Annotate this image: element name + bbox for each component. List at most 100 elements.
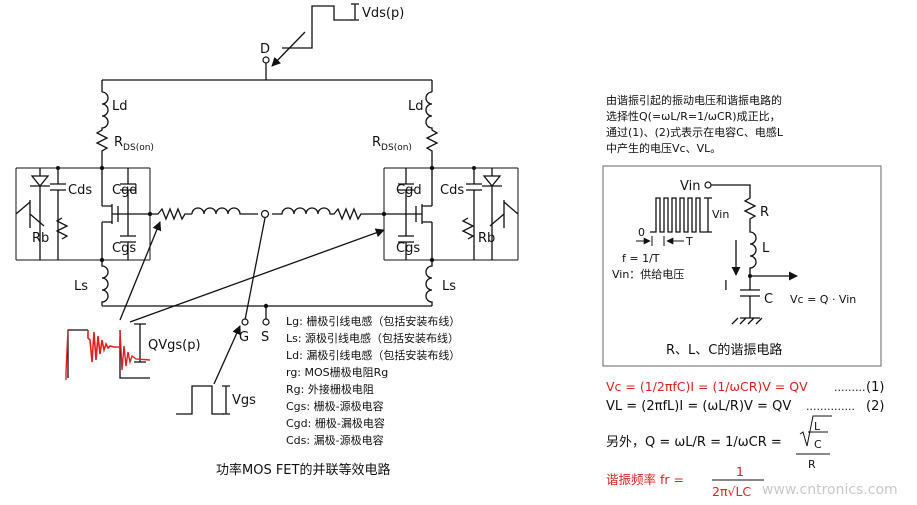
legend: Lg: 栅极引线电感（包括安装布线） Ls: 源极引线电感（包括安装布线） Ld… — [286, 314, 460, 447]
left-rb — [55, 217, 69, 240]
intro-line: 通过(1)、(2)式表示在电容C、电感L — [606, 125, 784, 139]
intro-line: 由谐振引起的振动电压和谐振电路的 — [606, 93, 782, 107]
equation-2-dots: .............. — [806, 400, 855, 413]
left-fet — [101, 168, 150, 260]
rlc-ground — [731, 317, 763, 325]
left-cgs-label: Cgs — [112, 241, 136, 256]
right-ls-label: Ls — [442, 279, 456, 294]
qvgs-edge-right — [119, 329, 151, 371]
equation-1-number: (1) — [866, 380, 884, 395]
pulse-amplitude-marker — [704, 197, 712, 233]
right-cgd-label: Cgd — [396, 183, 422, 198]
left-cds-label: Cds — [68, 183, 92, 198]
legend-item: Cds: 漏极-源极电容 — [286, 433, 384, 447]
junction-dot — [99, 257, 105, 263]
left-gate-lg — [191, 207, 258, 215]
pulse-train — [650, 197, 704, 233]
right-ls — [425, 260, 433, 306]
left-rb-label: Rb — [32, 231, 49, 246]
rlc-l-label: L — [762, 241, 770, 256]
equation-1: Vc = (1/2πfC)I = (1/ωCR)V = QV — [606, 379, 808, 394]
legend-item: Ls: 源极引线电感（包括安装布线） — [286, 331, 459, 345]
q-denominator-r: R — [808, 458, 816, 471]
left-cgd-cap — [120, 168, 136, 214]
left-ls-label: Ls — [74, 279, 88, 294]
source-label: S — [261, 330, 269, 345]
intro-line: 中产生的电压Vc、VL。 — [606, 141, 721, 155]
legend-item: Cgs: 栅极-源极电容 — [286, 399, 384, 413]
vin-description: Vin：供给电压 — [612, 267, 684, 281]
equation-1-dots: ......... — [834, 381, 865, 394]
vgs-pointer-arrow — [213, 325, 241, 385]
right-cds-label: Cds — [440, 183, 464, 198]
rlc-r-label: R — [760, 205, 769, 220]
legend-item: Lg: 栅极引线电感（包括安装布线） — [286, 314, 460, 328]
source-terminal — [262, 318, 270, 326]
right-cgd-cap — [398, 168, 414, 214]
rlc-box — [602, 165, 882, 367]
gate-node — [260, 209, 270, 219]
junction-dot — [263, 303, 269, 309]
vin-terminal — [704, 181, 712, 189]
junction-dot — [147, 211, 153, 217]
gate-label: G — [239, 330, 249, 345]
q-sqrt-c: C — [814, 438, 822, 451]
legend-item: Ld: 漏极引线电感（包括安装布线） — [286, 348, 460, 362]
legend-item: Cgd: 栅极-漏极电容 — [286, 416, 385, 430]
right-cgs-label: Cgs — [396, 241, 420, 256]
drain-label: D — [260, 42, 270, 57]
right-parasitic-bjt — [489, 200, 519, 228]
junction-dot — [99, 165, 105, 171]
pulse-zero-label: 0 — [638, 226, 645, 239]
right-fet-leads — [422, 205, 432, 223]
q-sqrt-l: L — [814, 420, 821, 433]
left-ld-rds — [95, 80, 109, 168]
junction-dot — [381, 211, 387, 217]
qvgs-label: QVgs(p) — [148, 338, 201, 353]
intro-line: 选择性Q(=ωL/R=1/ωCR)成正比， — [606, 109, 781, 123]
drain-rail — [102, 62, 432, 81]
period-markers — [651, 236, 665, 246]
junction-dot — [472, 166, 476, 170]
vc-formula: Vc = Q · Vin — [790, 293, 856, 306]
watermark: www.cntronics.com — [762, 482, 898, 498]
legend-item: Rg: 外接栅极电阻 — [286, 382, 374, 396]
q-equation: 另外，Q = ωL/R = 1/ωCR = — [606, 435, 782, 450]
left-cgs-cap — [120, 214, 136, 260]
fr-numerator: 1 — [736, 464, 744, 479]
drain-terminal — [262, 56, 270, 64]
vgs-label: Vgs — [232, 393, 256, 408]
pulse-period-label: T — [685, 235, 693, 248]
legend-item: rg: MOS栅极电阻Rg — [286, 365, 388, 379]
qvgs-arrow-right — [129, 228, 385, 323]
rlc-series — [710, 184, 760, 318]
right-cds-cap — [466, 168, 482, 260]
freq-formula: f = 1/T — [622, 252, 660, 265]
left-fet-leads — [102, 205, 112, 223]
junction-dot — [429, 257, 435, 263]
equation-2: VL = (2πfL)I = (ωL/R)V = QV — [606, 399, 791, 414]
right-ld-label: Ld — [408, 99, 424, 114]
right-rb-label: Rb — [478, 231, 495, 246]
qvgs-arrow-left — [119, 221, 162, 321]
fr-denominator: 2π√LC — [712, 484, 751, 499]
rlc-caption: R、L、C的谐振电路 — [666, 342, 782, 358]
junction-dot — [56, 166, 60, 170]
left-cds-cap — [50, 168, 66, 260]
right-diode — [482, 168, 502, 188]
rlc-c-label: C — [764, 292, 773, 307]
qvgs-ringing — [87, 330, 120, 363]
left-rds-label: RDS(on) — [114, 135, 154, 153]
q-sqrt-sign — [799, 415, 832, 447]
junction-dot — [748, 274, 752, 278]
vds-pointer-arrow — [271, 31, 306, 67]
left-ls — [101, 260, 109, 306]
qvgs-waveform — [67, 329, 150, 379]
vds-waveform — [282, 5, 352, 49]
qvgs-edge-left — [65, 329, 69, 380]
left-parasitic-bjt — [15, 200, 45, 228]
right-rds-label: RDS(on) — [372, 135, 412, 153]
left-gate-rg — [150, 207, 192, 221]
junction-dot — [429, 165, 435, 171]
